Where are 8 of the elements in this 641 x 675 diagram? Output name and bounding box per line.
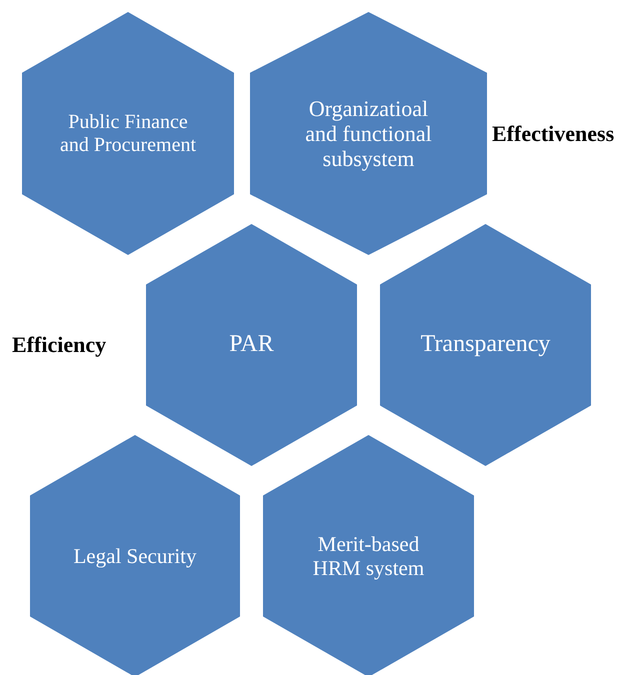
hexagon-label: Merit-based HRM system <box>312 532 426 580</box>
hexagon-label: Legal Security <box>73 544 197 568</box>
hexagon-label: Transparency <box>420 331 550 359</box>
side-label: Effectiveness <box>492 121 614 147</box>
side-label: Efficiency <box>12 332 106 358</box>
hexagon-label: Organizatioal and functional subsystem <box>304 96 433 172</box>
hexagon-label: PAR <box>229 331 274 359</box>
hexagon-label: Public Finance and Procurement <box>58 110 198 156</box>
